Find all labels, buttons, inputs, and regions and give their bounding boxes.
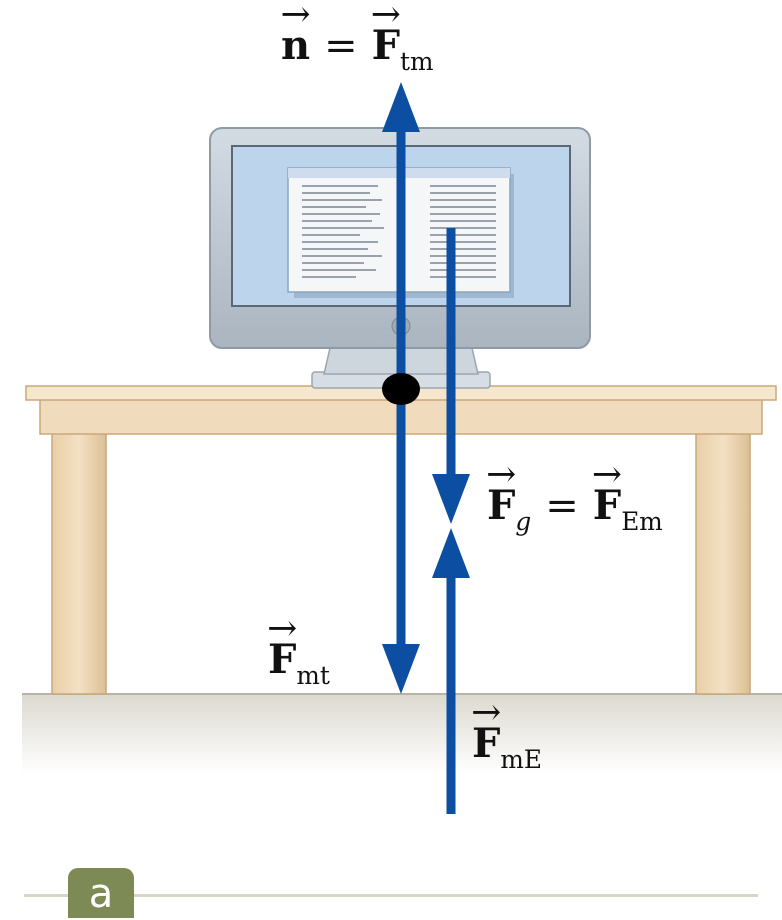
footer-divider [24, 894, 758, 897]
contact-point [382, 373, 420, 405]
force-em-symbol: F [593, 482, 621, 529]
force-mt-subscript: mt [296, 661, 330, 691]
force-em-subscript: Em [621, 507, 663, 537]
normal-force-symbol: n [281, 22, 310, 69]
arrowhead-normal-force [382, 82, 420, 132]
arrowhead-force-me [432, 528, 470, 578]
panel-label: a [68, 868, 134, 918]
normal-force-equals: = [324, 23, 358, 69]
gravity-force-subscript: g [515, 507, 532, 537]
force-mt-label: Fmt [268, 636, 330, 690]
table-leg-right [695, 431, 751, 695]
gravity-force-symbol: F [487, 482, 515, 529]
gravity-force-label: Fg=FEm [487, 482, 663, 536]
force-me-label: FmE [472, 720, 542, 774]
table-leg-left [51, 431, 107, 695]
force-me-symbol: F [472, 720, 500, 767]
force-tm-subscript: tm [400, 47, 434, 77]
gravity-force-equals: = [545, 483, 579, 529]
floor [22, 693, 782, 774]
force-me-subscript: mE [500, 745, 543, 775]
force-mt-symbol: F [268, 636, 296, 683]
normal-force-label: n = Ftm [281, 22, 434, 76]
arrowhead-force-mt [382, 644, 420, 694]
screen-text-lines [302, 185, 496, 278]
force-tm-symbol: F [372, 22, 400, 69]
force-vectors [382, 82, 470, 814]
arrowhead-gravity-force [432, 474, 470, 524]
